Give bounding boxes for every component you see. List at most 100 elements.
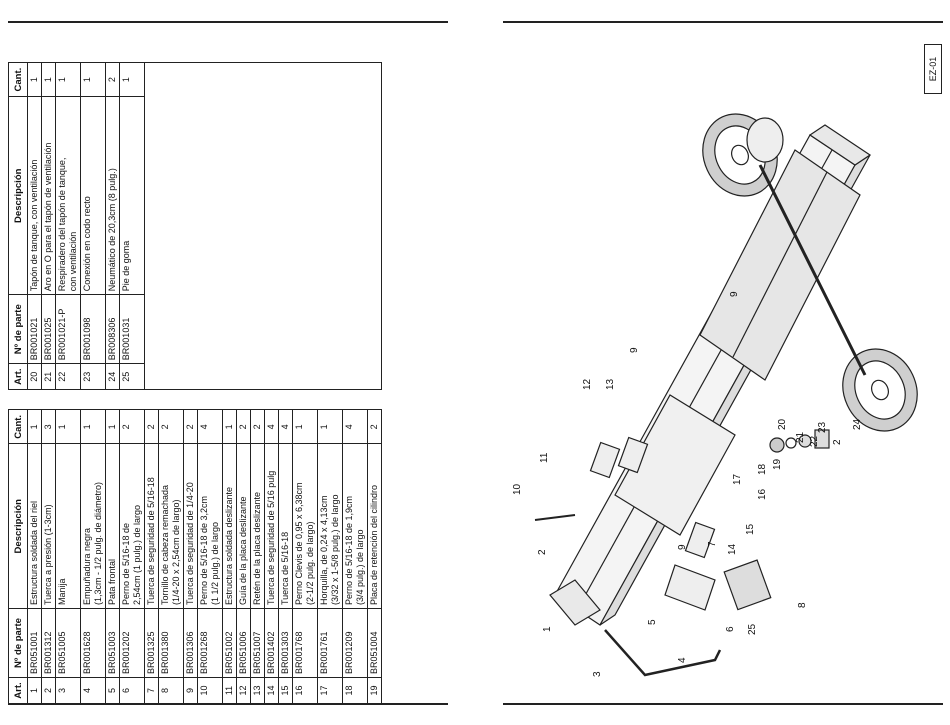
desc-line: Guía de la placa deslizante	[238, 496, 248, 606]
gap-cell	[236, 389, 251, 410]
cell-desc: Tuerca de seguridad de 5/16 pulg	[264, 443, 279, 609]
desc-line: Respiradero del tapón de tanque,	[57, 157, 67, 292]
cell-qty: 2	[158, 409, 184, 444]
cell-art-right: 22	[55, 363, 81, 390]
gap-cell	[41, 389, 56, 410]
cell-desc: Retén de la placa deslizante	[250, 443, 265, 609]
callout-label: 21	[795, 431, 806, 443]
cell-art: 1	[27, 677, 42, 704]
desc-line: con ventilación	[68, 231, 78, 292]
table-header-row: Art. Nº de parte Descripción Cant. Art. …	[8, 62, 28, 704]
desc-line: Estructura soldada del riel	[29, 500, 39, 606]
cell-desc: Empuñadura negra(1,3cm - 1/2 pulg. de di…	[80, 443, 106, 609]
callout-label: 18	[757, 463, 768, 475]
callout-label: 16	[757, 488, 768, 500]
cell-art-right: 23	[80, 363, 106, 390]
callout-label: 2	[832, 439, 843, 445]
wheel-bottom	[842, 348, 918, 432]
callout-label: 1	[542, 626, 553, 632]
desc-line: Perno de 5/16-18 de 3,2cm	[199, 495, 209, 606]
cell-desc-right: Respiradero del tapón de tanque,con vent…	[55, 96, 81, 295]
gap-cell	[264, 389, 279, 410]
header-qty-right: Cant.	[8, 62, 28, 97]
cell-part: BR001325	[144, 608, 159, 678]
callout-label: 19	[772, 458, 783, 470]
gap-cell	[342, 389, 368, 410]
cell-qty: 1	[80, 409, 106, 444]
cell-desc: Tuerca de seguridad de 5/16-18	[144, 443, 159, 609]
cell-part: BR001761	[317, 608, 343, 678]
cell-qty: 1	[292, 409, 318, 444]
cell-desc-right: Aro en O para el tapón de ventilación	[41, 96, 56, 295]
header-qty: Cant.	[8, 409, 28, 444]
cell-part: BR001306	[183, 608, 198, 678]
cell-part: BR001209	[342, 608, 368, 678]
desc-line: Tapón de tanque, con ventilación	[29, 159, 39, 292]
cell-part: BR051003	[105, 608, 120, 678]
desc-line: (1 1/2 pulg.) de largo	[210, 521, 220, 606]
callout-label: 12	[582, 378, 593, 390]
gap-cell	[55, 389, 81, 410]
cell-part: BR051001	[27, 608, 42, 678]
cell-desc: Perno de 5/16-18 de 3,2cm(1 1/2 pulg.) d…	[197, 443, 223, 609]
desc-line: (1,3cm - 1/2 pulg. de diámetro)	[93, 481, 103, 606]
cell-art: 10	[197, 677, 223, 704]
cell-part-right: BR001098	[80, 294, 106, 364]
cell-part: BR001380	[158, 608, 184, 678]
cell-desc: Estructura soldada del riel	[27, 443, 42, 609]
gap-cell	[158, 389, 184, 410]
callout-label: 11	[539, 452, 550, 463]
cell-part: BR001268	[197, 608, 223, 678]
cell-art: 9	[183, 677, 198, 704]
cell-art: 17	[317, 677, 343, 704]
callout-label: 14	[727, 543, 738, 555]
desc-line: Conexión en codo recto	[82, 196, 92, 292]
cell-part-right: BR001025	[41, 294, 56, 364]
cell-part: BR001628	[80, 608, 106, 678]
cell-part: BR051006	[236, 608, 251, 678]
cell-part: BR051004	[367, 608, 382, 678]
rubber-foot	[723, 559, 772, 611]
callout-label: 2	[537, 549, 548, 555]
cell-part: BR001768	[292, 608, 318, 678]
desc-line: Horquilla, de 0,24 x 4,13cm	[319, 495, 329, 606]
gap-cell	[119, 389, 145, 410]
gap-cell	[367, 389, 382, 410]
desc-line: (3/32 x 1-5/8 pulg.) de largo	[330, 494, 340, 606]
diagram-code-box: EZ-01	[924, 44, 942, 94]
callout-label: 10	[512, 483, 523, 495]
callout-label: 7	[707, 541, 718, 547]
cell-desc-right: Neumático de 20,3cm (8 pulg.)	[105, 96, 120, 295]
gap-cell	[105, 389, 120, 410]
desc-line: Perno Clevis de 0,95 x 6,38cm	[294, 482, 304, 606]
parts-table-rotated: Art. Nº de parte Descripción Cant. Art. …	[8, 62, 448, 704]
desc-line: Tuerca de seguridad de 1/4-20	[185, 482, 195, 606]
desc-line: (2-1/2 pulg. de largo)	[305, 521, 315, 606]
desc-line: Pata frontal	[107, 559, 117, 606]
desc-line: Placa de retención del cilindro	[369, 484, 379, 606]
handle	[604, 629, 722, 677]
desc-line: Empuñadura negra	[82, 527, 92, 606]
gap-cell	[250, 389, 265, 410]
cell-part-right: BR001021-P	[55, 294, 81, 364]
cell-art: 16	[292, 677, 318, 704]
cell-desc-right: Conexión en codo recto	[80, 96, 106, 295]
callout-label: 24	[852, 418, 863, 430]
cell-part-right: BR001021	[27, 294, 42, 364]
cell-qty-right: 1	[41, 62, 56, 97]
cell-qty: 2	[183, 409, 198, 444]
cell-art: 2	[41, 677, 56, 704]
cell-art-right: 24	[105, 363, 120, 390]
callout-label: 22	[809, 435, 820, 447]
cell-desc: Tuerca a presión (1-3cm)	[41, 443, 56, 609]
desc-line: Tuerca de seguridad de 5/16-18	[146, 477, 156, 606]
cell-part: BR001202	[119, 608, 145, 678]
callout-label: 4	[677, 657, 688, 663]
desc-line: Neumático de 20,3cm (8 pulg.)	[107, 168, 117, 292]
desc-line: Perno de 5/16-18 de 1,9cm	[344, 495, 354, 606]
